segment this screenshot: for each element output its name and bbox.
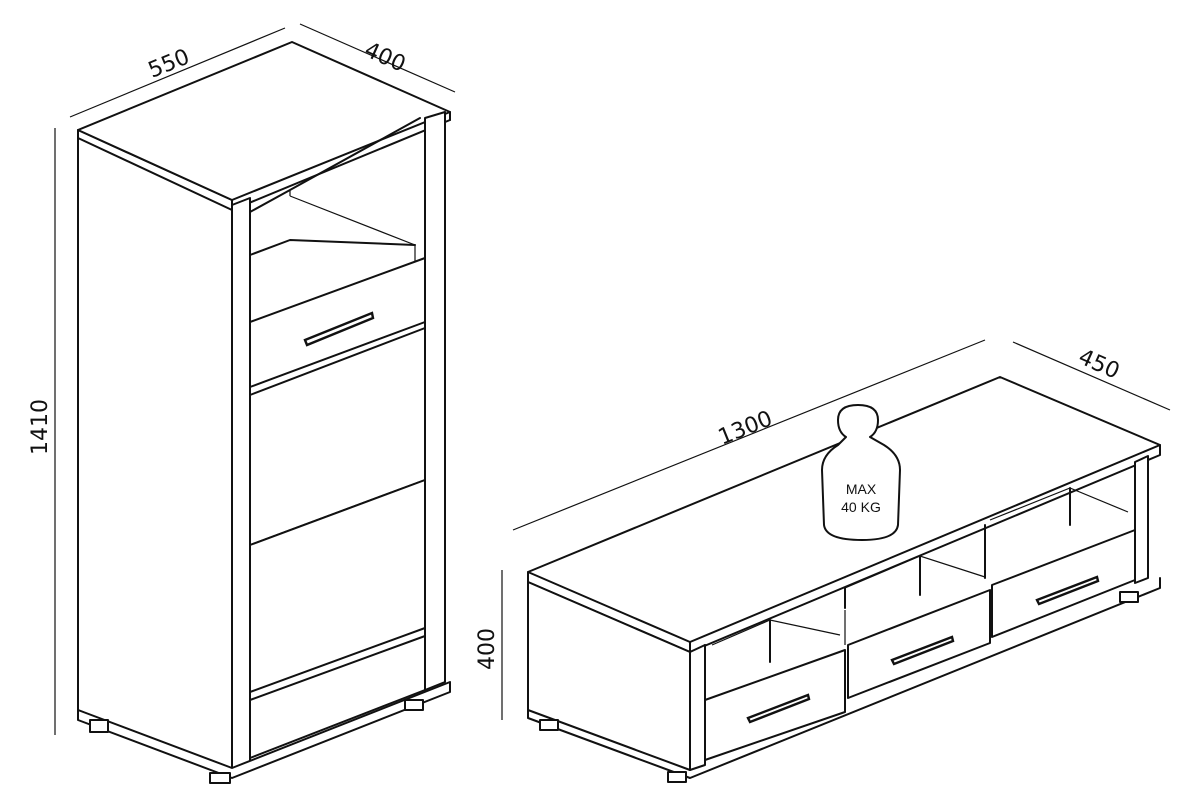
cabinet-width-label: 550: [145, 45, 193, 84]
cabinet-base-panel: [249, 635, 426, 759]
tv-stand-drawer-middle: [847, 589, 991, 699]
tv-stand-drawer-left: [704, 649, 846, 761]
tv-stand: MAX 40 KG 1300 450 400: [475, 339, 1171, 783]
cabinet-door-lower: [249, 479, 426, 693]
cabinet-depth-label: 400: [361, 38, 410, 78]
cabinet-drawer: [249, 257, 426, 388]
max-weight-line1: MAX: [846, 481, 877, 497]
cabinet-side-panel: [77, 129, 233, 776]
cabinet-drawer-handle: [303, 311, 375, 347]
max-weight-line2: 40 KG: [841, 499, 881, 515]
max-weight-icon: MAX 40 KG: [821, 404, 901, 541]
tv-stand-width-label: 1300: [715, 406, 776, 450]
tall-cabinet: 550 400 1410: [28, 23, 456, 784]
tv-stand-drawer-right: [991, 529, 1136, 638]
cabinet-height-label: 1410: [28, 399, 53, 455]
tv-stand-height-label: 400: [475, 628, 500, 670]
